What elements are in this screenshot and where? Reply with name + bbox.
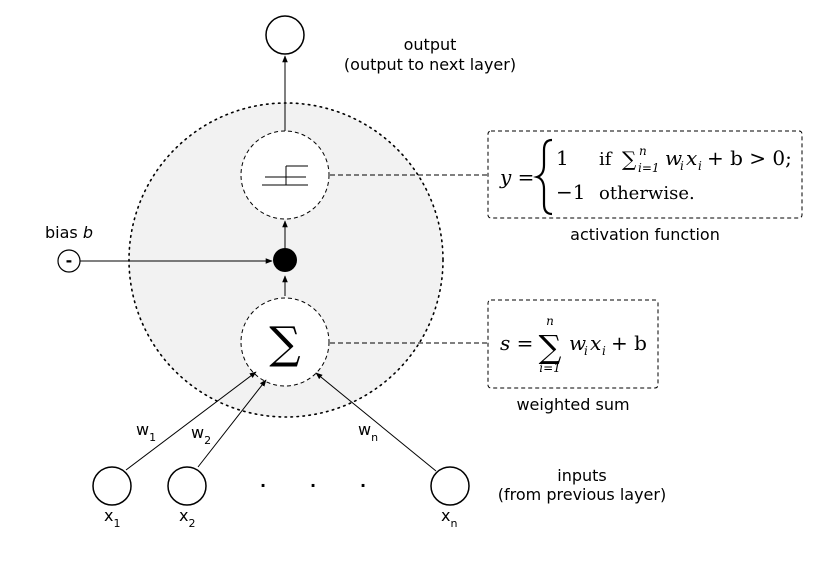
weight-label-2: w2 [191, 423, 211, 447]
svg-text:i: i [698, 159, 702, 173]
weighted-sum-formula-box [487, 299, 659, 389]
svg-text:n: n [546, 314, 554, 328]
input-node-2 [167, 466, 207, 506]
input-label-1: x1 [104, 506, 120, 530]
inputs-sublabel: (from previous layer) [498, 485, 666, 504]
output-node [265, 15, 305, 55]
svg-text:x: x [686, 146, 697, 170]
svg-text:i: i [680, 159, 684, 173]
input-arrow-2 [197, 379, 267, 468]
svg-text:−1: −1 [556, 180, 585, 204]
svg-text:i: i [602, 344, 606, 358]
inputs-label: inputs [557, 466, 607, 485]
svg-text:i=1: i=1 [539, 361, 561, 375]
weighted-sum-caption: weighted sum [516, 395, 629, 414]
summation-symbol: ∑ [269, 318, 300, 369]
svg-text:i: i [584, 344, 588, 358]
input-arrow-n [315, 372, 437, 472]
ellipsis-dot-2: · [310, 476, 316, 495]
summation-node [240, 297, 330, 387]
input-node-1 [92, 466, 132, 506]
svg-text:∑: ∑ [539, 328, 562, 366]
weight-label-n: wn [358, 420, 378, 444]
input-label-n: xn [441, 506, 457, 530]
svg-text:y =: y = [499, 165, 534, 189]
ellipsis-dot-3: · [360, 476, 366, 495]
activation-caption: activation function [570, 225, 720, 244]
input-arrow-1 [125, 371, 257, 471]
svg-text:w: w [665, 146, 682, 170]
svg-text:otherwise.: otherwise. [599, 183, 695, 204]
input-label-2: x2 [179, 506, 195, 530]
svg-text:+ b > 0;: + b > 0; [707, 146, 792, 170]
svg-text:1: 1 [556, 146, 569, 170]
ellipsis-dot-1: · [260, 476, 266, 495]
svg-text:x: x [590, 331, 601, 355]
activation-formula-box [487, 130, 803, 219]
activation-node [240, 130, 330, 220]
svg-text:i=1: i=1 [638, 161, 660, 175]
activation-formula: y = 1 if ∑ n i=1 w i x i + b > 0; −1 oth… [499, 138, 792, 216]
bias-label: bias b [45, 223, 93, 242]
svg-text:s =: s = [500, 331, 533, 355]
svg-text:if: if [599, 149, 613, 170]
input-node-n [430, 466, 470, 506]
output-sublabel: (output to next layer) [344, 55, 516, 74]
bias-sign: - [66, 251, 73, 270]
combiner-dot [273, 248, 297, 272]
svg-text:n: n [639, 144, 647, 158]
svg-text:w: w [569, 331, 586, 355]
svg-text:+ b: + b [611, 331, 647, 355]
output-label: output [404, 35, 457, 54]
weight-label-1: w1 [136, 420, 156, 444]
weighted-sum-formula: s = ∑ n i=1 w i x i + b [500, 314, 647, 375]
svg-text:∑: ∑ [622, 147, 637, 171]
step-function-icon [262, 165, 308, 186]
